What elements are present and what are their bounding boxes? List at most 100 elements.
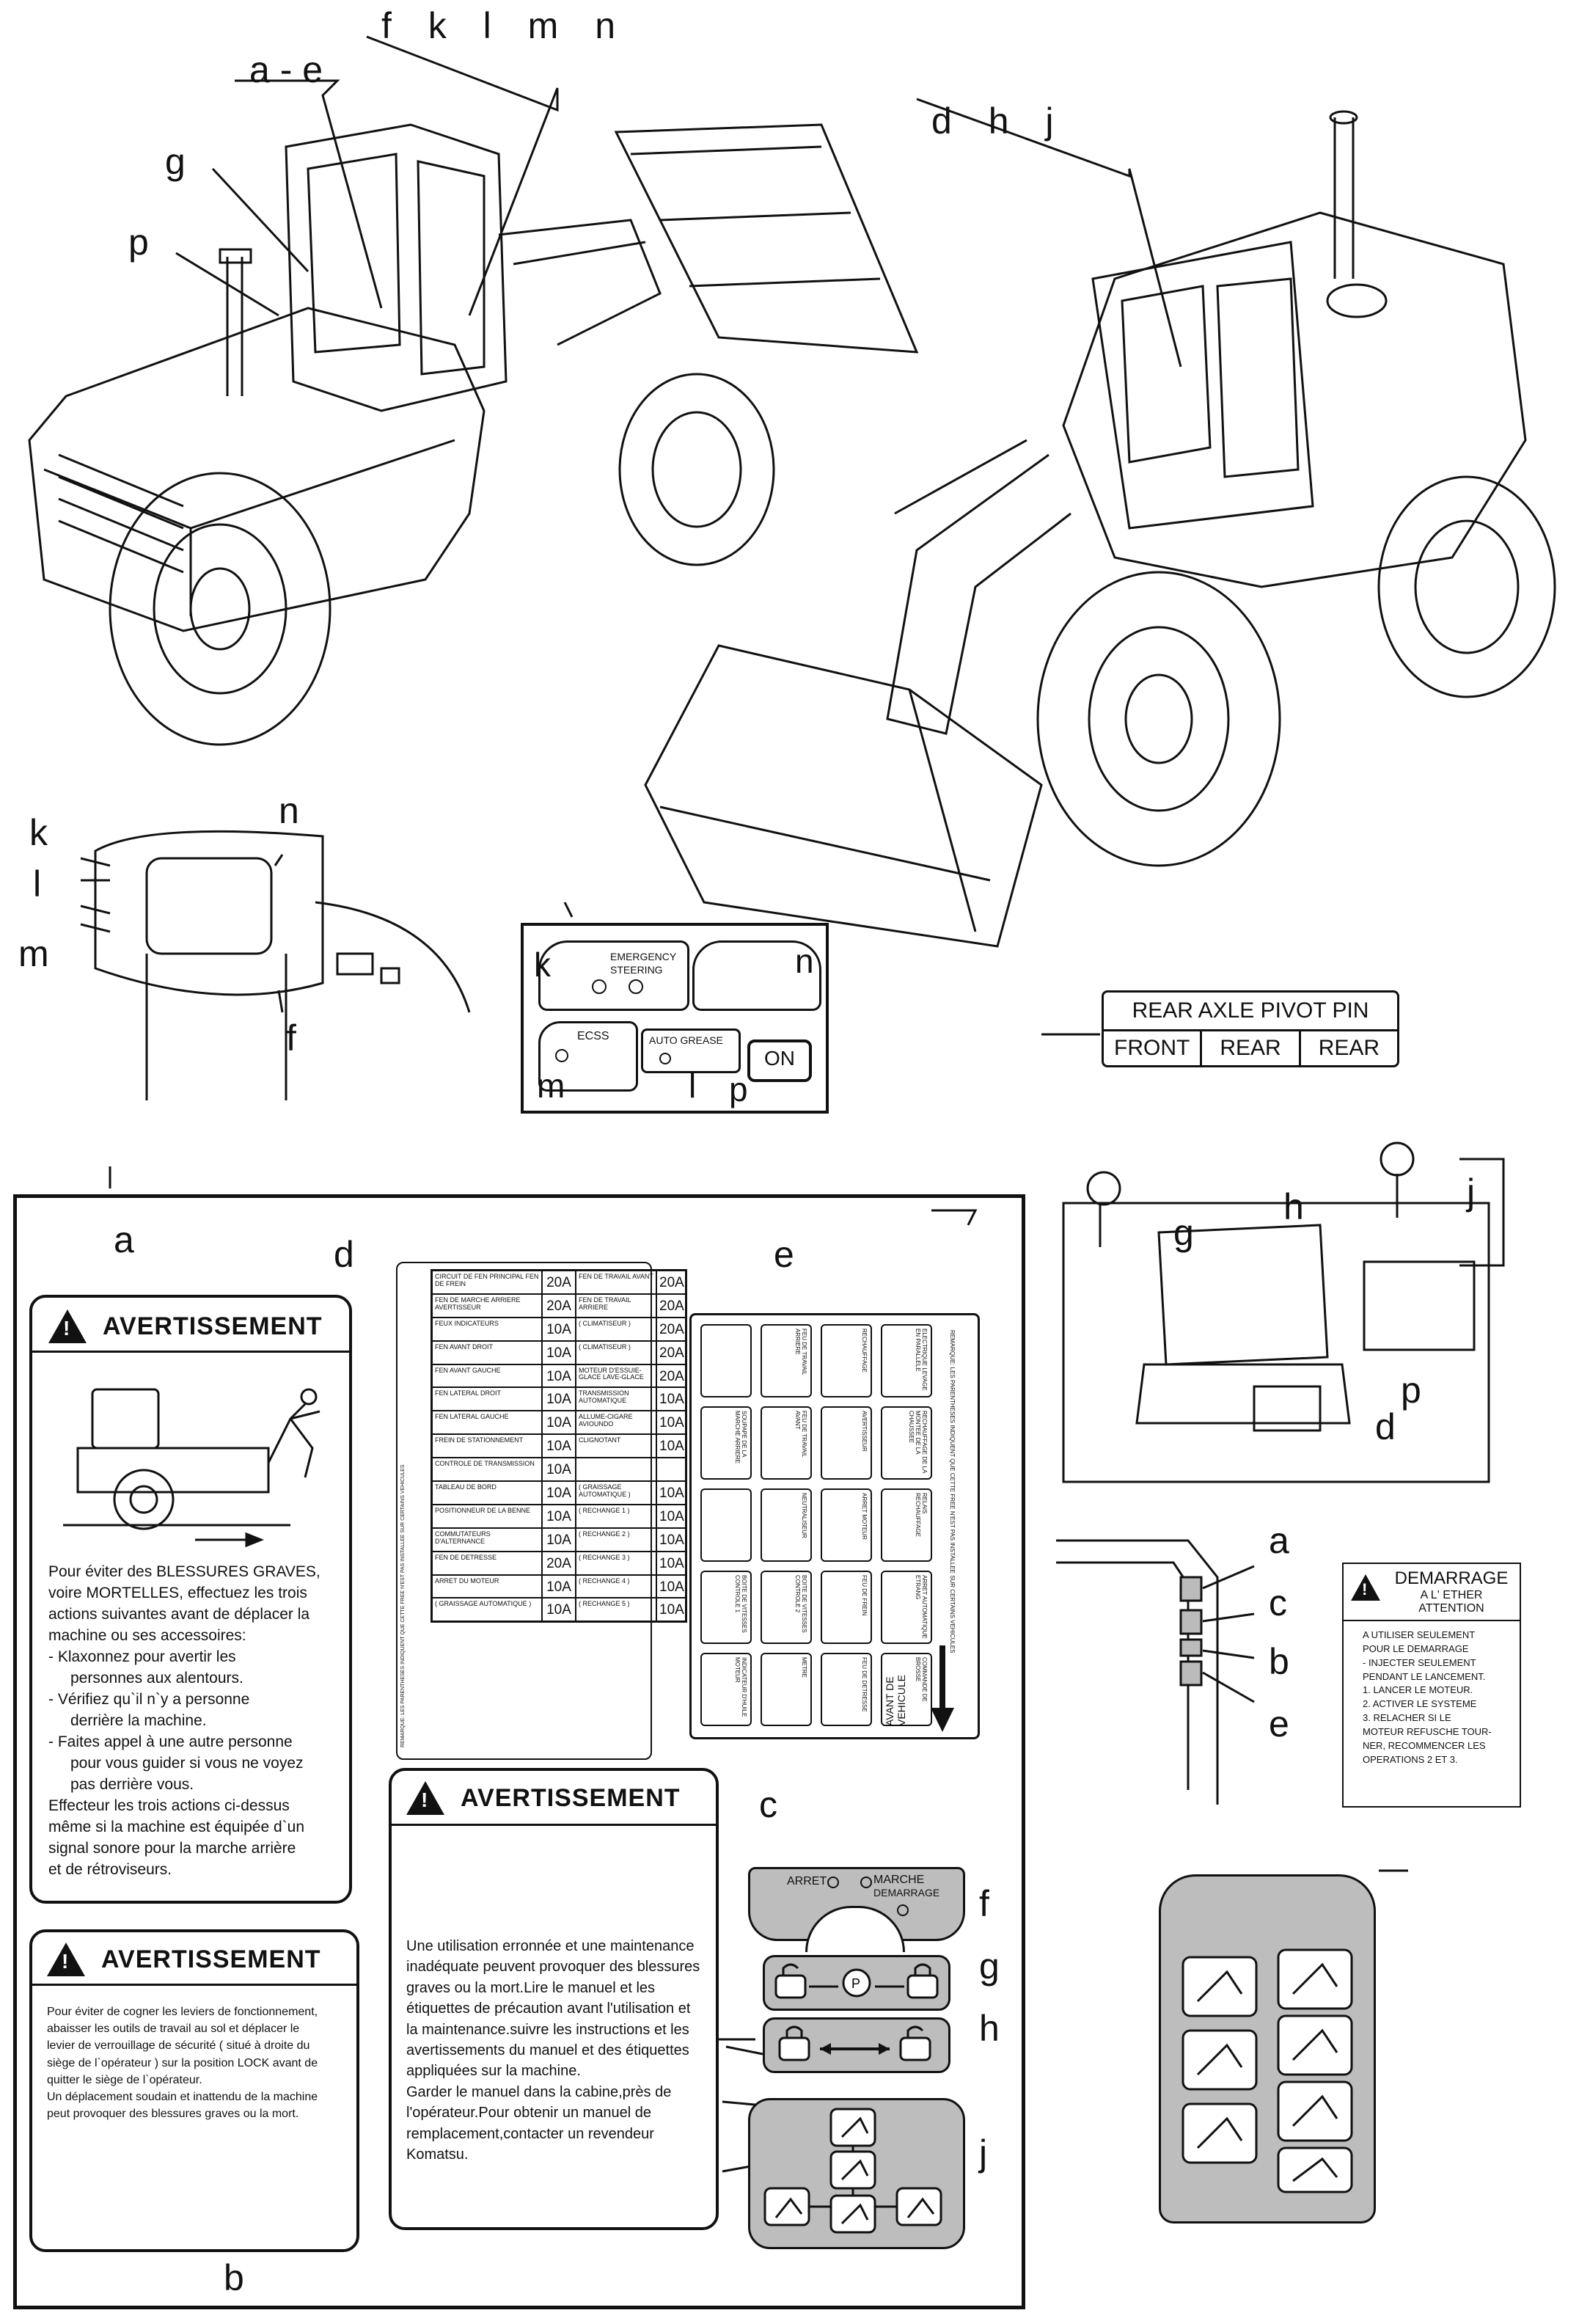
fuse-circuit-name: CONTROLE DE TRANSMISSION (432, 1458, 542, 1482)
callout-n-dash: n (279, 790, 299, 831)
fuse-box-slot: NEUTRALISEUR (761, 1488, 812, 1562)
lock-unlock-icon (778, 2025, 931, 2061)
blank-switch-n (692, 940, 821, 1011)
callout-h-cab: h (1283, 1186, 1304, 1227)
fuse-circuit-name: FEN DE MARCHE ARRIERE AVERTISSEUR (432, 1293, 542, 1318)
fuse-amperage (656, 1458, 686, 1482)
fuse-box-slot: ARRET MOTEUR (821, 1488, 872, 1562)
fuse-box-slot: FEU DE FREIN (821, 1571, 872, 1644)
fuse-amperage: 10A (542, 1598, 576, 1622)
callout-dhj: d h j (931, 101, 1067, 142)
callout-c-sheet: c (759, 1784, 777, 1825)
warning-triangle-icon: ! (47, 1943, 85, 1976)
auto-grease-switch: AUTO GREASE (641, 1028, 741, 1073)
fuse-circuit-name: ( RECHANGE 2 ) (576, 1527, 656, 1552)
fuse-circuit-name: FEN DE TRAVAIL AVANT (576, 1271, 656, 1294)
fuse-amperage: 10A (656, 1387, 686, 1411)
emergency-steering-switch: EMERGENCY STEERING (538, 940, 689, 1011)
fuse-amperage: 10A (542, 1458, 576, 1482)
fuse-amperage: 20A (656, 1293, 686, 1318)
lock-decal-h (763, 2017, 950, 2073)
fuse-amperage: 20A (542, 1271, 576, 1294)
callout-j-cab: j (1467, 1172, 1476, 1213)
fuse-circuit-name: FEN LATERAL DROIT (432, 1387, 542, 1411)
bucket-lever-pattern-icon (763, 2108, 942, 2234)
callout-f-sheet: f (979, 1883, 989, 1924)
fuse-box-slot: ELECTRIQUE LEVAGE EN PARALLELE (881, 1324, 932, 1397)
fuse-circuit-name: CIRCUIT DE FEN PRINCIPAL FEN DE FREIN (432, 1271, 542, 1294)
fuse-circuit-name: FEN LATERAL GAUCHE (432, 1411, 542, 1435)
fuse-amperage: 10A (542, 1434, 576, 1458)
fuse-amperage: 10A (656, 1551, 686, 1575)
fuse-box-slot: INDICATEUR D'HUILE MOTEUR (700, 1653, 752, 1726)
indicator-lamp-icon (629, 979, 643, 994)
fuse-amperage: 10A (542, 1340, 576, 1364)
fuse-box-slot: RECHAUFFAGE DE LA MONTEE DE LA CHAUSSEE (881, 1406, 932, 1480)
callout-e-side: e (1269, 1703, 1289, 1744)
indicator-lamp-icon (659, 1053, 671, 1064)
fuse-box-slot: FEU DE TRAVAIL ARRIERE (761, 1324, 812, 1397)
fuse-circuit-name: MOTEUR D'ESSUIE-GLACE LAVE-GLACE (576, 1364, 656, 1388)
lock-decal-g: P (763, 1955, 950, 2011)
fuse-amperage: 20A (542, 1551, 576, 1575)
fuse-circuit-name: ( RECHANGE 5 ) (576, 1598, 656, 1622)
fuse-circuit-name: FEN DE TRAVAIL ARRIERE (576, 1293, 656, 1318)
fuse-amperage: 20A (656, 1271, 686, 1294)
fuse-circuit-name: ARRET DU MOTEUR (432, 1574, 542, 1598)
fuse-circuit-name: FEN DE DETRESSE (432, 1551, 542, 1575)
fuse-box-slot: ARRET AUTOMATIQUE ETRANG (881, 1571, 932, 1644)
off-position-icon (827, 1877, 839, 1888)
fuse-amperage: 10A (542, 1411, 576, 1435)
fuse-amperage: 10A (542, 1574, 576, 1598)
fuse-circuit-name: ( RECHANGE 1 ) (576, 1504, 656, 1528)
fuse-amperage: 10A (656, 1434, 686, 1458)
fuse-amperage: 10A (542, 1481, 576, 1505)
fuse-box-slot: BOITE DE VITESSES CONTROLE 1 (700, 1571, 752, 1644)
fuse-box-slot: METRE (761, 1653, 812, 1726)
fuse-circuit-name (576, 1458, 656, 1482)
key-slot-icon (805, 1906, 905, 1952)
run-position-icon (860, 1877, 872, 1888)
fuse-amperage: 10A (656, 1527, 686, 1552)
bucket-boom-lever-pattern-icon (1181, 1948, 1353, 2193)
fuse-box-slot: BOITE DE VITESSES CONTROLE 2 (761, 1571, 812, 1644)
callout-d-cab: d (1375, 1406, 1396, 1447)
fuse-circuit-name: POSITIONNEUR DE LA BENNE (432, 1504, 542, 1528)
switch-callout-n: n (795, 942, 814, 980)
fuse-amperage: 10A (656, 1411, 686, 1435)
callout-l-dash: l (33, 863, 42, 905)
callout-h-sheet: h (979, 2008, 1000, 2049)
fuse-amperage: 10A (542, 1387, 576, 1411)
start-position-icon (897, 1904, 909, 1916)
callout-k-dash: k (29, 812, 48, 853)
callout-d-sheet: d (334, 1234, 354, 1275)
callout-a-sheet: a (114, 1219, 134, 1260)
fuse-circuit-name: ( RECHANGE 4 ) (576, 1574, 656, 1598)
fuse-amperage: 10A (656, 1574, 686, 1598)
svg-text:P: P (851, 1976, 860, 1991)
callout-a-side: a (1269, 1520, 1289, 1561)
fuse-box-slot: AVERTISSEUR (821, 1406, 872, 1480)
switch-callout-p: p (729, 1070, 748, 1108)
callout-b-side: b (1269, 1641, 1289, 1682)
lever-pattern-decal-j (748, 2098, 965, 2249)
decal-sheet-frame (13, 1194, 1025, 2309)
fuse-list-decal-d: REMARQUE: LES PARENTHESES INDIQUENT QUE … (396, 1262, 687, 1760)
callout-b-sheet: b (224, 2257, 244, 2298)
fuse-circuit-name: ( GRAISSAGE AUTOMATIQUE ) (432, 1598, 542, 1622)
warning-triangle-icon: ! (48, 1309, 87, 1343)
fuse-amperage: 20A (542, 1293, 576, 1318)
fuse-amperage: 20A (656, 1364, 686, 1388)
fuse-circuit-name: ALLUME-CIGARE AVIOUNDO (576, 1411, 656, 1435)
fuse-box-slot: SOUPAPE DE LA MARCHE ARRIERE (700, 1406, 752, 1480)
fuse-box-slot: FEU DE TRAVAIL AVANT (761, 1406, 812, 1480)
fuse-amperage: 10A (542, 1527, 576, 1552)
callout-g-cab: g (1173, 1212, 1194, 1253)
fuse-amperage: 20A (656, 1317, 686, 1341)
fuse-amperage: 10A (656, 1504, 686, 1528)
fuse-circuit-name: ( RECHANGE 3 ) (576, 1551, 656, 1575)
warning-heading: ! AVERTISSEMENT (48, 1309, 333, 1343)
large-lever-pattern-decal (1159, 1874, 1376, 2223)
